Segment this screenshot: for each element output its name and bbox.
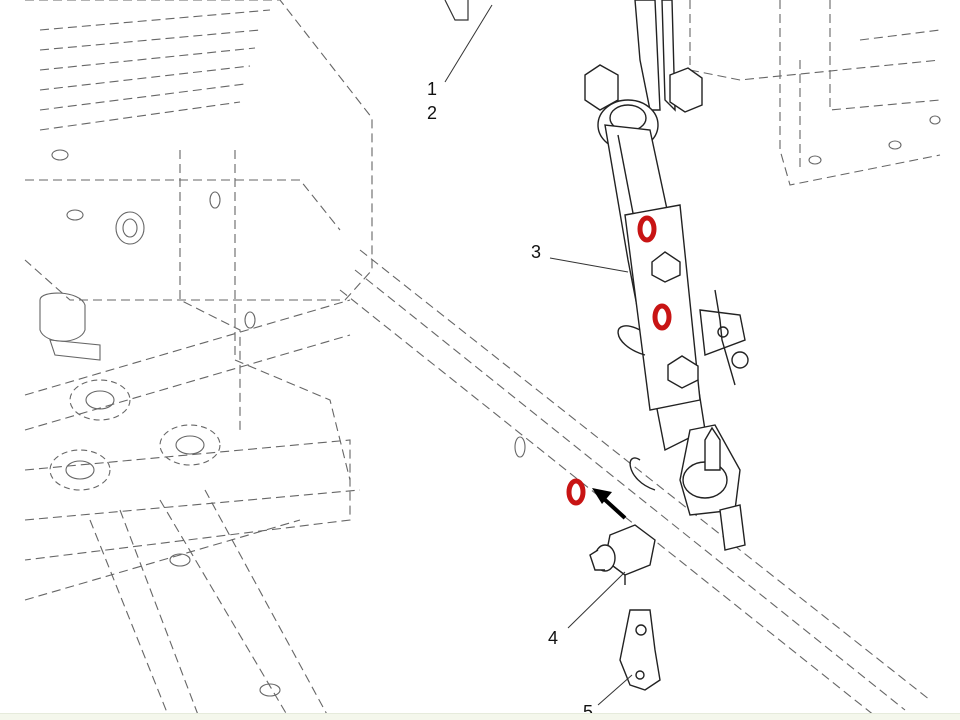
leader-line-4 xyxy=(567,571,626,629)
callout-3: 3 xyxy=(531,242,542,262)
footer-strip xyxy=(0,713,960,720)
leader-line-3 xyxy=(549,257,629,273)
bracket-icon xyxy=(619,609,661,691)
leader-line-1 xyxy=(444,4,493,83)
o-ring-icon xyxy=(566,478,586,506)
callout-5: 5 xyxy=(583,702,594,720)
arrow-icon xyxy=(592,488,627,520)
cotter-pin-icon xyxy=(714,289,736,386)
o-ring-icon xyxy=(652,303,672,331)
leader-line-5 xyxy=(597,674,633,706)
top-nut-right xyxy=(669,67,703,113)
o-ring-highlights xyxy=(566,215,672,506)
callout-4: 4 xyxy=(548,628,559,648)
callout-2: 2 xyxy=(427,103,438,123)
fitting-part-1-2 xyxy=(444,0,469,21)
clamp-bolt-upper xyxy=(651,251,681,283)
o-ring-icon xyxy=(637,215,657,243)
background-holes xyxy=(39,115,941,697)
rod-assembly-part-3 xyxy=(584,0,749,551)
bolt-nut-icon xyxy=(589,524,656,585)
top-nut-left xyxy=(584,64,619,111)
callout-1: 1 xyxy=(427,79,438,99)
clamp-bolt-lower xyxy=(667,355,699,389)
background-frame-lines xyxy=(24,0,941,720)
leader-lines xyxy=(444,4,633,706)
